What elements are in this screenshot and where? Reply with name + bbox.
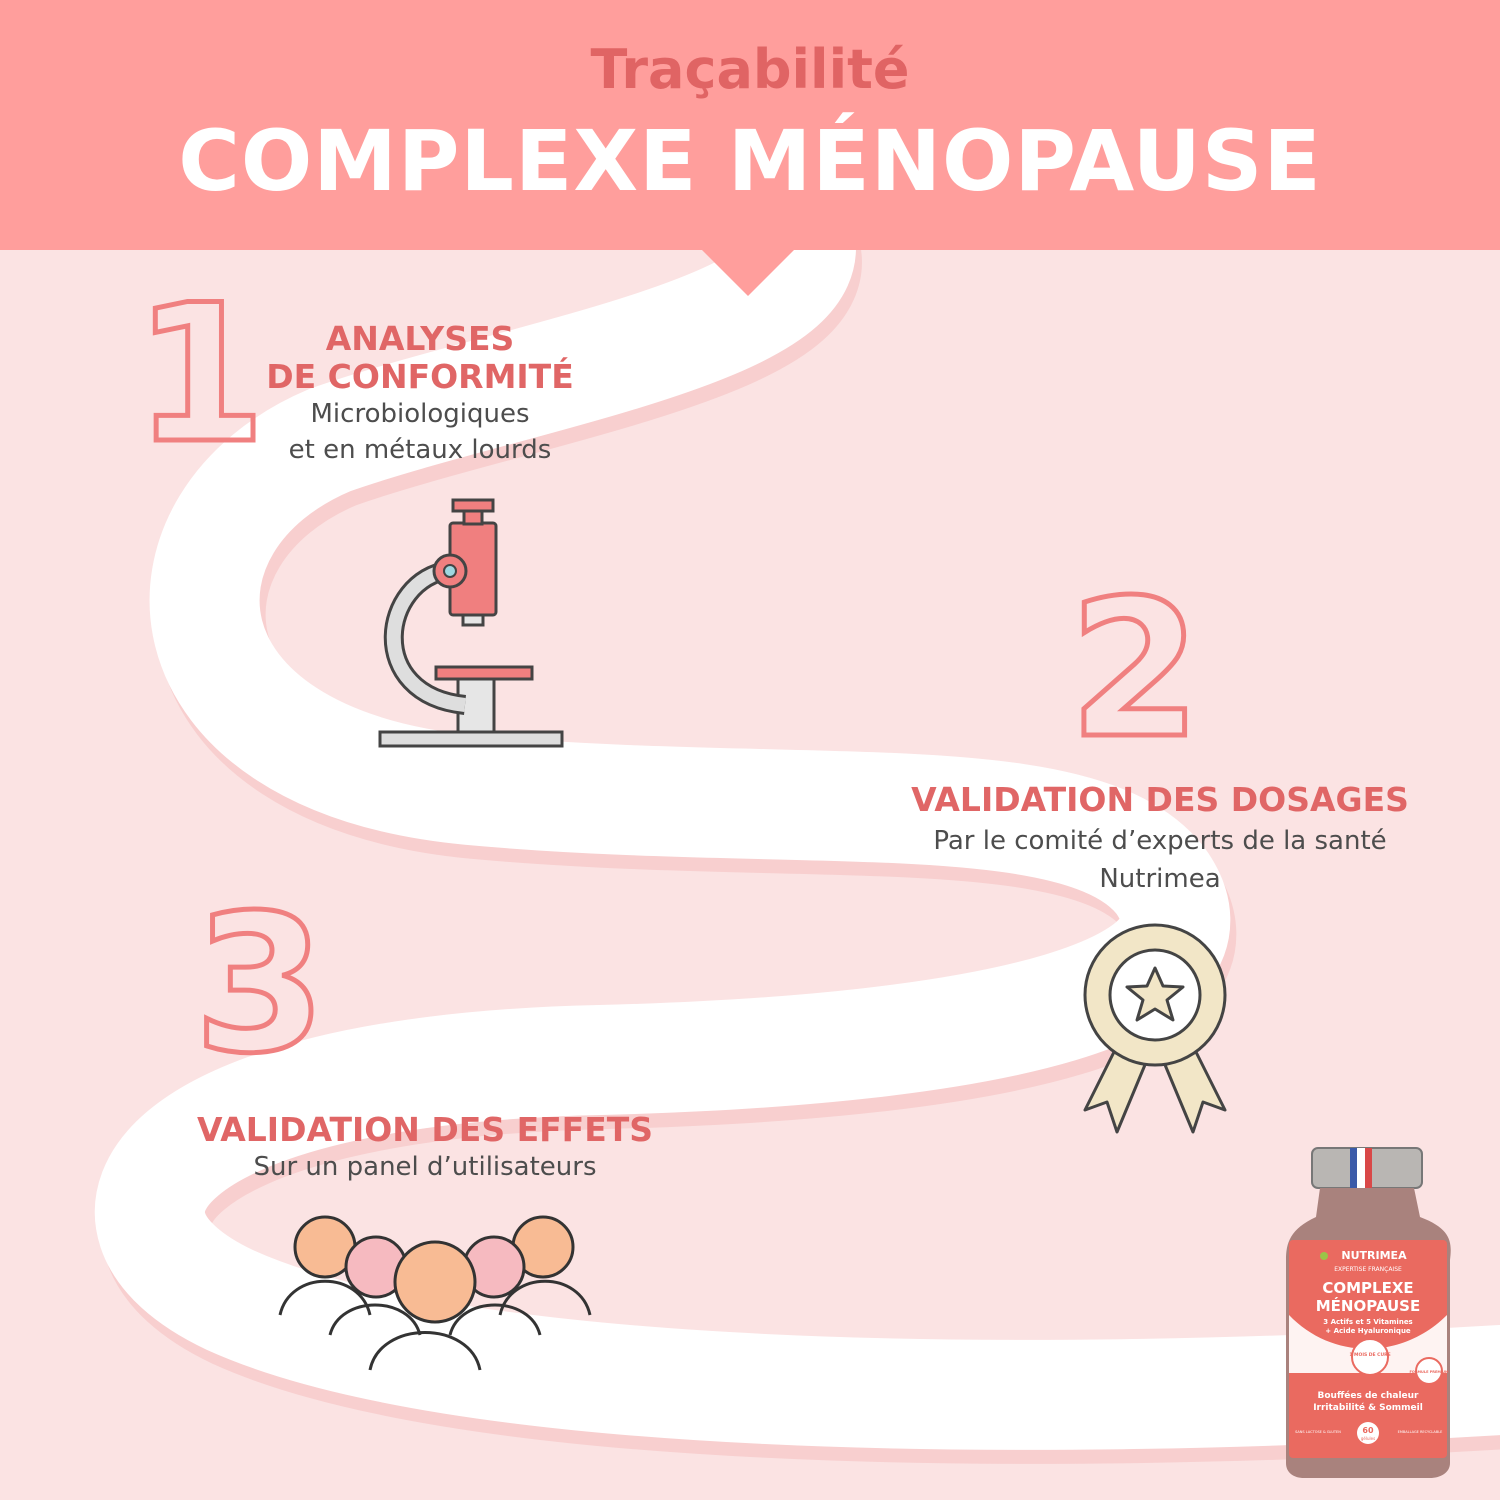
step-1-description: Microbiologiques et en métaux lourds (240, 396, 600, 468)
product-badge-formula: FORMULE PREMIUM (1410, 1370, 1450, 1374)
product-tagline: EXPERTISE FRANÇAISE (1334, 1266, 1402, 1273)
product-brand: NUTRIMEA (1341, 1249, 1407, 1262)
product-benefit-line2: Irritabilité & Sommeil (1313, 1402, 1423, 1413)
product-footer-right: EMBALLAGE RECYCLABLE (1398, 1430, 1443, 1434)
product-bottle-image: NUTRIMEA EXPERTISE FRANÇAISE COMPLEXE MÉ… (1286, 1147, 1451, 1478)
product-sub-line2: + Acide Hyaluronique (1325, 1327, 1411, 1335)
step-number-2-glyph: 2 (1069, 575, 1201, 755)
step-1-title: ANALYSES DE CONFORMITÉ (240, 320, 600, 396)
step-1-desc-line2: et en métaux lourds (288, 435, 552, 465)
step-2-desc-line2: Nutrimea (1099, 864, 1221, 894)
step-2-title: VALIDATION DES DOSAGES (911, 780, 1409, 819)
step-1-title-line2: DE CONFORMITÉ (266, 357, 574, 396)
product-count-unit: gélules (1361, 1436, 1375, 1441)
step-number-2: 2 (1066, 575, 1203, 755)
step-1-title-line1: ANALYSES (325, 319, 515, 358)
product-sub-line1: 3 Actifs et 5 Vitamines (1323, 1318, 1412, 1326)
product-footer-left: SANS LACTOSE & GLUTEN (1295, 1430, 1341, 1434)
step-3-title: VALIDATION DES EFFETS (196, 1110, 654, 1149)
step-3-description: Sur un panel d’utilisateurs (253, 1152, 597, 1182)
product-count: 60 (1362, 1426, 1374, 1435)
user-group-icon (278, 1215, 592, 1371)
step-2-description: Par le comité d’experts de la santé Nutr… (880, 822, 1440, 898)
step-number-1-glyph: 1 (134, 290, 266, 460)
step-number-1: 1 (131, 290, 268, 460)
step-number-3-glyph: 3 (194, 885, 326, 1065)
page-title: COMPLEXE MÉNOPAUSE (178, 112, 1322, 210)
microscope-icon (378, 498, 564, 748)
step-2-desc-line1: Par le comité d’experts de la santé (933, 826, 1387, 856)
page-kicker: Traçabilité (590, 38, 910, 101)
award-ribbon-icon (1083, 923, 1227, 1134)
step-1-desc-line1: Microbiologiques (310, 399, 530, 429)
step-number-3: 3 (191, 885, 328, 1065)
product-name-line1: COMPLEXE (1322, 1279, 1413, 1297)
product-name-line2: MÉNOPAUSE (1316, 1296, 1420, 1315)
header-pointer (700, 248, 796, 296)
product-badge-cure: 1 MOIS DE CURE (1349, 1352, 1390, 1358)
product-benefit-line1: Bouffées de chaleur (1318, 1390, 1420, 1401)
header-banner (0, 0, 1500, 250)
